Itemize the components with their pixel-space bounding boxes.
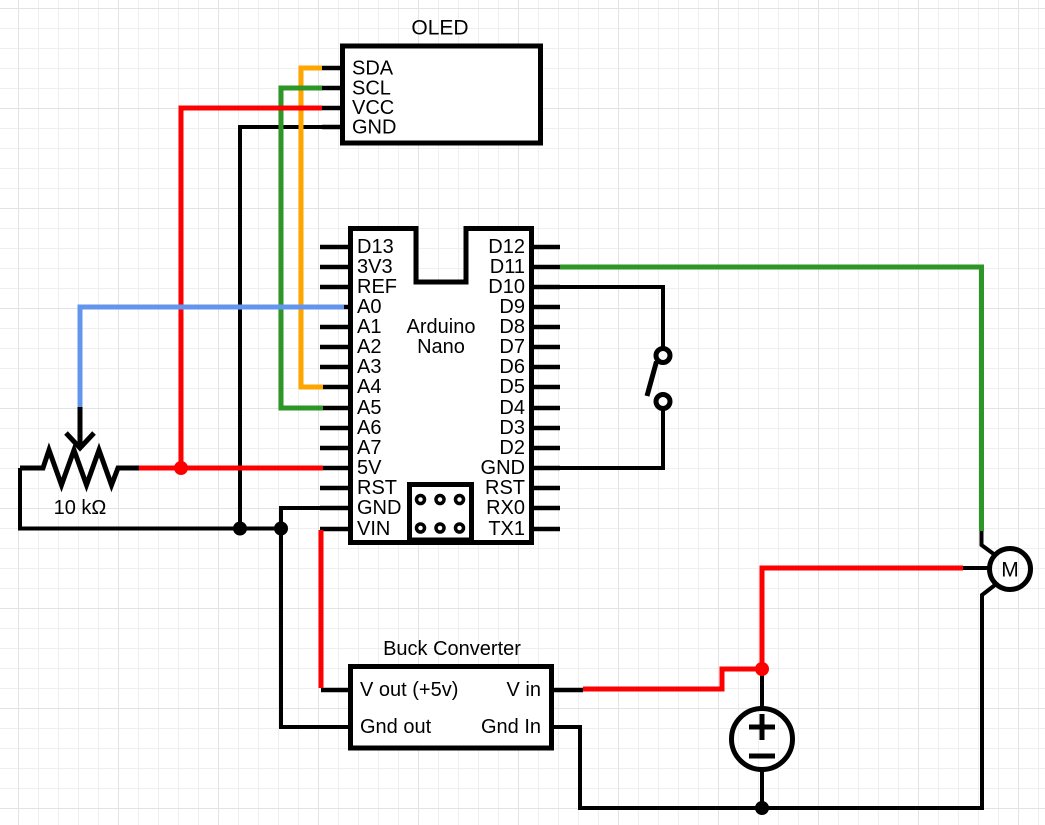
switch-contact-top [653,346,673,365]
potentiometer-symbol [20,442,139,493]
wire-arduino-gnd-to-buck-gndout [279,506,352,729]
wire-oled-gnd-to-gnd-rail [238,125,322,529]
oled-pin-scl: SCL [352,78,391,100]
arduino-pin-rst-right: RST [485,477,525,499]
battery-plus-icon [749,714,775,740]
arduino-pin-a6: A6 [357,417,381,439]
buck-pin-vin: V in [507,679,541,701]
arduino-pin-gnd-right: GND [481,457,525,479]
arduino-pin-ref: REF [357,276,397,298]
arduino-label-line1: Arduino [407,316,476,338]
arduino-pin-d4: D4 [499,397,525,419]
oled-pin-sda: SDA [352,58,394,80]
arduino-label-line2: Nano [417,336,465,358]
switch-contact-bottom [653,392,673,411]
arduino-pin-a4: A4 [357,376,381,398]
arduino-pin-a0: A0 [357,296,381,318]
wire-oled-scl-to-a5 [278,85,323,411]
wire-oled-vcc-to-5v-rail [178,105,322,468]
arduino-pin-tx1: TX1 [488,518,525,540]
arduino-pin-d8: D8 [499,316,525,338]
arduino-right-pin-stubs [532,244,560,532]
buck-pin-vout: V out (+5v) [360,679,458,701]
potentiometer-wiper-arrow [64,431,96,452]
wire-gnd-rail [18,468,281,531]
arduino-pin-d6: D6 [499,356,525,378]
arduino-pin-d13: D13 [357,236,394,258]
potentiometer-value: 10 kΩ [54,497,107,519]
wire-d11-to-motor [560,264,984,531]
wire-switch-to-gnd [560,409,665,470]
buck-pin-gnd-out: Gnd out [360,716,432,738]
junction-dot-battery-gnd [755,801,769,815]
oled-pin-gnd: GND [352,117,396,139]
arduino-pin-vin: VIN [357,518,390,540]
buck-converter-title: Buck Converter [383,638,521,660]
buck-pin-gnd-in: Gnd In [481,716,541,738]
junction-dot-5v [174,461,188,475]
arduino-pin-d5: D5 [499,376,525,398]
motor-stub-top [979,530,997,557]
icsp-pin-holes [414,493,466,534]
wire-buck-gndin-to-rail-to-motor [551,583,997,810]
wire-a0-to-pot-wiper [77,304,344,407]
motor-body [987,546,1033,592]
switch-lever [644,360,659,397]
arduino-pin-d12: D12 [488,236,525,258]
arduino-pin-d11: D11 [490,256,525,278]
junction-dot-oled-gnd [233,521,247,536]
arduino-pin-a3: A3 [357,356,381,378]
oled-pin-stubs [322,65,344,130]
arduino-pin-5v: 5V [357,457,382,479]
arduino-pin-d7: D7 [499,336,525,358]
arduino-left-pin-stubs [320,244,350,532]
arduino-pin-a5: A5 [357,397,381,419]
motor-label: M [1001,559,1019,582]
arduino-pin-d3: D3 [499,417,525,439]
wire-oled-sda-to-a4 [298,65,323,390]
arduino-pin-rx0: RX0 [486,497,525,519]
arduino-pin-rst-left: RST [357,477,397,499]
arduino-pin-d2: D2 [499,437,525,459]
arduino-pin-3v3: 3V3 [357,256,393,278]
arduino-body [348,226,534,545]
junction-dot-vin-battery [755,662,769,676]
arduino-pin-a1: A1 [357,316,381,338]
arduino-pin-a7: A7 [357,437,381,459]
buck-converter-box [348,664,554,751]
battery-body [729,706,795,772]
arduino-pin-gnd-left: GND [357,497,401,519]
oled-box [340,43,543,146]
oled-pin-vcc: VCC [352,97,394,119]
wire-buck-vin-to-battery-to-motor [583,565,963,692]
oled-title: OLED [411,17,468,40]
arduino-pin-a2: A2 [357,336,381,358]
junction-dot-arduino-gnd [274,521,288,536]
arduino-pin-d9: D9 [499,296,525,318]
wire-d10-to-switch [560,285,665,348]
arduino-pin-d10: D10 [488,276,525,298]
